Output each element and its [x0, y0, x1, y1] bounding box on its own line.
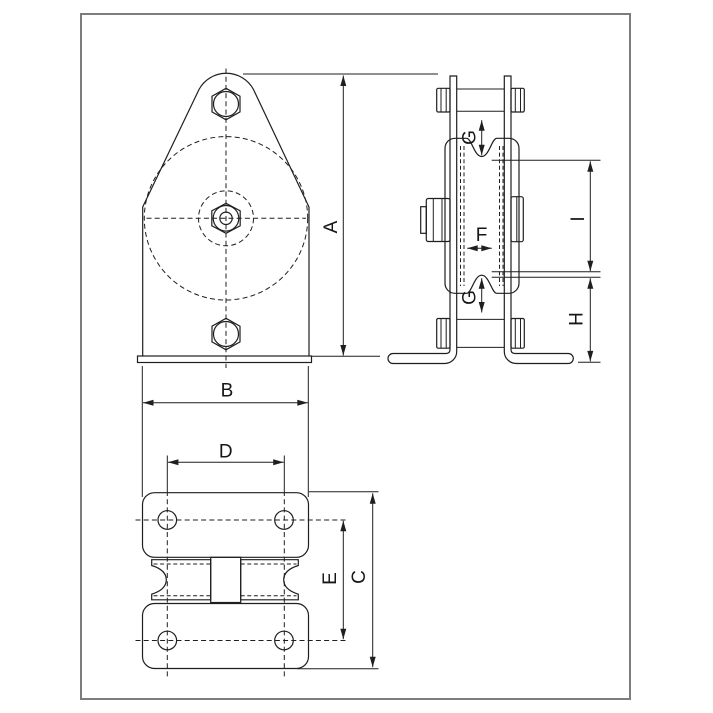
side-axle-bolt — [420, 196, 524, 243]
groove-hidden-lines — [460, 146, 504, 286]
ext-lines-c — [297, 491, 379, 670]
side-left-plate — [387, 75, 458, 365]
sheave-profile — [444, 137, 520, 294]
sheet-border — [80, 13, 631, 700]
plan-axle-boss — [210, 556, 242, 604]
dim-label-i: I — [568, 216, 589, 221]
front-view — [136, 68, 313, 368]
ext-lines-d — [166, 455, 285, 491]
side-bottom-bolt — [436, 317, 525, 349]
dim-label-g-top: G — [460, 130, 481, 145]
front-base-flange — [136, 355, 313, 364]
plan-view — [135, 491, 349, 677]
dim-label-a: A — [321, 220, 342, 233]
dim-label-h: H — [567, 312, 588, 326]
dim-label-d: D — [219, 442, 233, 463]
front-plate-outline — [142, 72, 310, 357]
bottom-hex-bolt — [211, 317, 241, 351]
hub-hidden-circle — [198, 190, 254, 247]
plan-sheave-section — [151, 556, 299, 604]
side-view — [387, 75, 574, 365]
sheave-hidden-circle — [143, 136, 309, 301]
side-right-plate — [503, 75, 574, 365]
side-top-bolt — [436, 87, 525, 113]
dim-label-f: F — [476, 225, 488, 246]
dim-label-g-bottom: G — [460, 290, 481, 305]
ext-lines-b — [141, 366, 309, 497]
dim-label-c: C — [349, 570, 370, 584]
top-hex-bolt — [211, 87, 241, 121]
dim-label-e: E — [320, 572, 341, 585]
axle-hex-nut — [211, 202, 241, 234]
plan-bottom-plate — [141, 602, 310, 670]
dimensioning: A B D G F G I H E C — [141, 73, 601, 670]
dim-label-b: B — [221, 381, 234, 402]
